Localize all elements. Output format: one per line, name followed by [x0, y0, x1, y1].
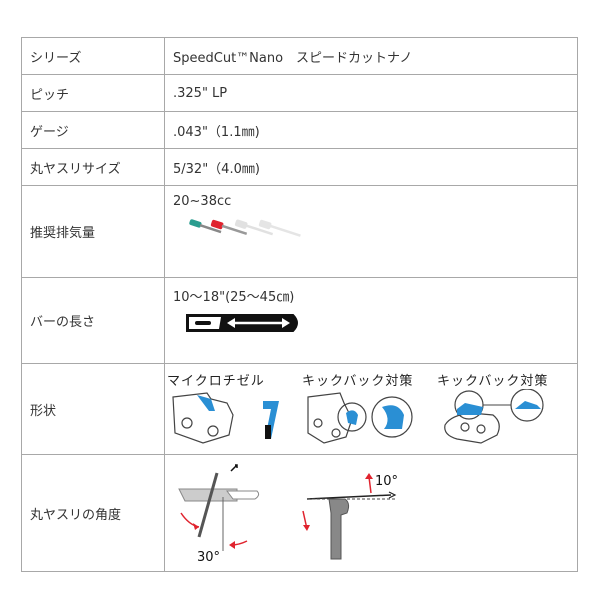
table-row: 丸ヤスリの角度 30°: [21, 454, 578, 572]
table-row: シリーズ SpeedCut™Nano スピードカットナノ: [21, 37, 578, 75]
table-row: ゲージ .043"（1.1㎜): [21, 111, 578, 149]
row-value: SpeedCut™Nano スピードカットナノ: [164, 37, 578, 75]
table-row: 丸ヤスリサイズ 5/32"（4.0㎜): [21, 148, 578, 186]
shape-label: キックバック対策: [302, 373, 414, 389]
micro-chisel-cutter-icon: [172, 391, 279, 444]
table-row: 推奨排気量 20~38cc: [21, 185, 578, 278]
shape-label: マイクロチゼル: [167, 373, 265, 389]
row-value: .325" LP: [164, 74, 578, 112]
angle-label: 10°: [375, 474, 398, 489]
row-label: 推奨排気量: [21, 185, 165, 278]
row-label: シリーズ: [21, 37, 165, 75]
row-value: .043"（1.1㎜): [164, 111, 578, 149]
table-row: 形状 マイクロチゼル キックバック対策: [21, 363, 578, 455]
spec-table: シリーズ SpeedCut™Nano スピードカットナノ ピッチ .325" L…: [21, 37, 578, 572]
shape-label: キックバック対策: [437, 373, 549, 389]
row-label: ゲージ: [21, 111, 165, 149]
table-row: バーの長さ 10～18"(25～45㎝): [21, 277, 578, 364]
kickback-depth-gauge-icon: [444, 387, 544, 444]
row-value: 10～18"(25～45㎝): [173, 290, 295, 305]
file-angle-10-icon: 10°: [302, 473, 398, 560]
table-row: ピッチ .325" LP: [21, 74, 578, 112]
row-label: 丸ヤスリサイズ: [21, 148, 165, 186]
chainsaw-size-icons: [187, 217, 577, 251]
row-value: 5/32"（4.0㎜): [164, 148, 578, 186]
row-label: バーの長さ: [21, 277, 165, 364]
row-value-cell: マイクロチゼル キックバック対策: [164, 363, 578, 455]
row-label: 丸ヤスリの角度: [21, 454, 165, 572]
row-value-cell: 30° 10°: [164, 454, 578, 572]
shape-kickback-depth-gauge: キックバック対策: [437, 370, 572, 451]
shape-micro-chisel: マイクロチゼル: [167, 370, 302, 451]
row-value: 20~38cc: [173, 194, 232, 209]
shape-kickback-cutter: キックバック対策: [302, 370, 437, 451]
row-value-cell: 20~38cc: [164, 185, 578, 278]
guide-bar-icon: [183, 311, 577, 339]
angle-label: 30°: [197, 550, 220, 563]
row-label: 形状: [21, 363, 165, 455]
file-angle-30-icon: 30°: [178, 464, 260, 563]
row-label: ピッチ: [21, 74, 165, 112]
row-value-cell: 10～18"(25～45㎝): [164, 277, 578, 364]
kickback-cutter-icon: [307, 391, 413, 444]
